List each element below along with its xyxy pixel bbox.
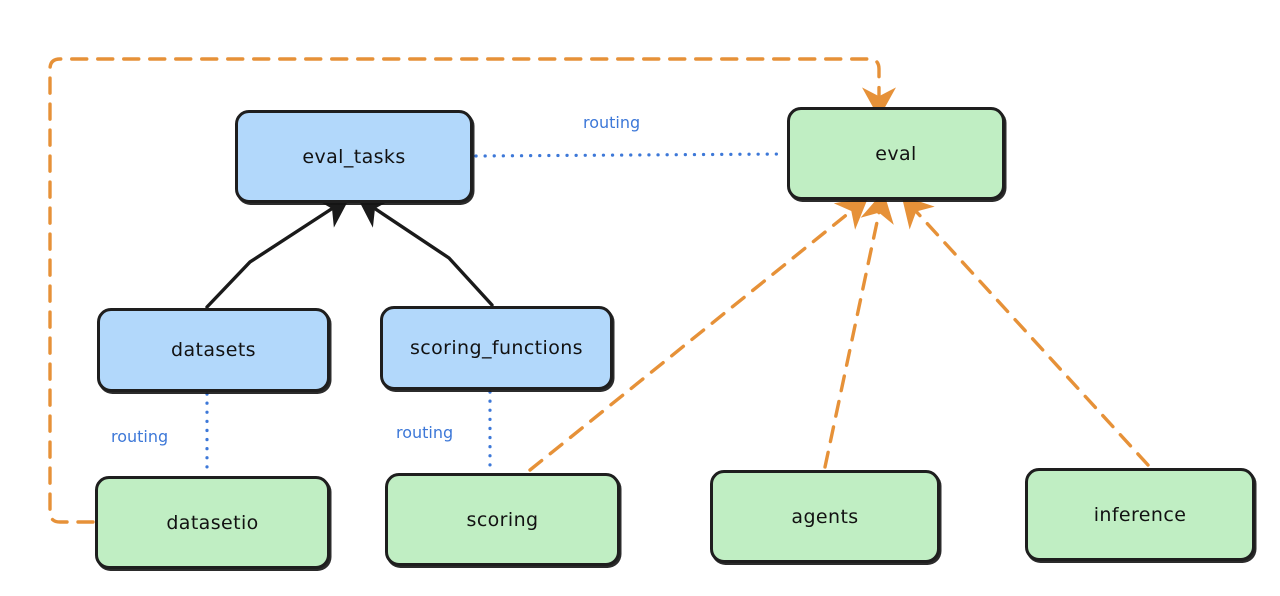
edge-datasets-to-eval-tasks xyxy=(205,196,351,309)
edge-inference-to-eval xyxy=(901,195,1150,467)
node-eval[interactable]: eval xyxy=(787,107,1005,200)
edge-label-routing-eval-tasks-eval: routing xyxy=(583,113,641,132)
edge-agents-to-eval xyxy=(823,191,894,469)
node-eval-tasks[interactable]: eval_tasks xyxy=(235,110,473,203)
node-label-scoring: scoring xyxy=(466,508,539,531)
node-scoring[interactable]: scoring xyxy=(385,473,620,566)
node-label-eval: eval xyxy=(875,142,917,165)
node-label-datasets: datasets xyxy=(171,339,256,361)
edge-scoring-functions-to-eval-tasks xyxy=(356,196,494,307)
edge-scoring-to-eval xyxy=(528,197,869,472)
node-label-scoring-functions: scoring_functions xyxy=(410,337,583,359)
node-inference[interactable]: inference xyxy=(1025,468,1255,561)
node-agents[interactable]: agents xyxy=(710,470,940,563)
node-scoring-functions[interactable]: scoring_functions xyxy=(380,306,613,390)
node-label-agents: agents xyxy=(791,505,859,528)
node-label-inference: inference xyxy=(1093,503,1187,526)
edge-eval-tasks-to-eval xyxy=(474,152,786,158)
node-label-datasetio: datasetio xyxy=(166,511,259,534)
node-datasets[interactable]: datasets xyxy=(97,308,330,392)
edge-label-routing-datasets-datasetio: routing xyxy=(111,427,169,446)
node-label-eval-tasks: eval_tasks xyxy=(302,145,406,168)
edge-label-routing-scoring-functions-scoring: routing xyxy=(396,423,454,442)
node-datasetio[interactable]: datasetio xyxy=(95,476,330,569)
edge-datasetio-to-eval xyxy=(48,57,896,524)
